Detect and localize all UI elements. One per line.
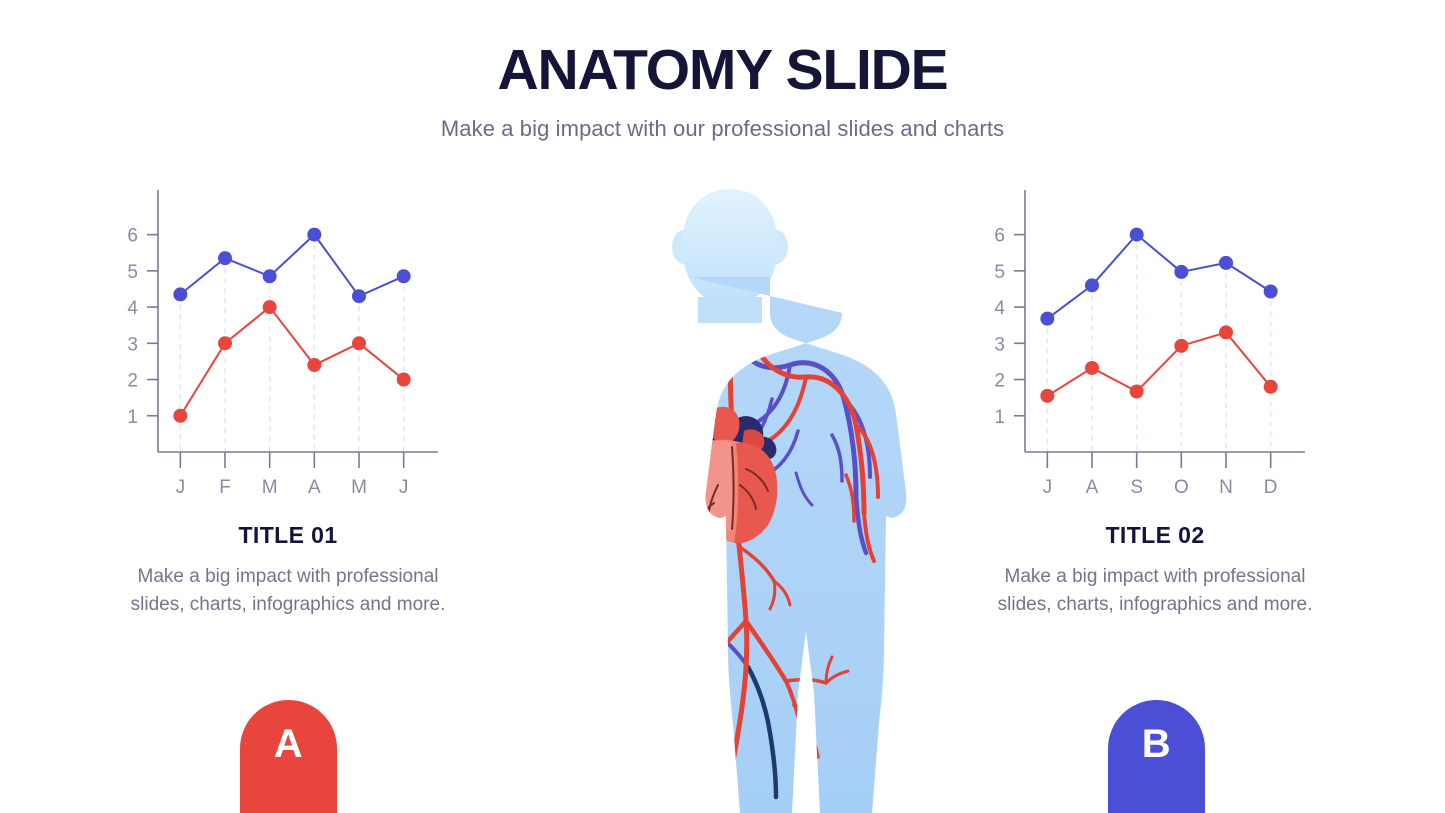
chart-left-series [173, 227, 411, 423]
left-column-description: Make a big impact with professional slid… [130, 566, 446, 615]
svg-text:4: 4 [994, 298, 1005, 319]
page-title: ANATOMY SLIDE [497, 38, 949, 102]
chart-left-guides [179, 234, 405, 452]
page-subtitle: Make a big impact with our professional … [440, 115, 1005, 141]
chart-left-svg: 1 2 3 4 5 6 J F M A M J [127, 190, 438, 498]
right-column-title: TITLE 02 [1105, 522, 1205, 548]
svg-text:A: A [308, 477, 321, 498]
badge-b[interactable]: B [1108, 700, 1205, 813]
svg-text:4: 4 [127, 298, 138, 319]
chart-right-yticklabels: 1 2 3 4 5 6 [994, 226, 1005, 428]
chart-right-svg: 1 2 3 4 5 6 J A S O N D [994, 190, 1305, 498]
figure-neck [698, 297, 762, 323]
svg-text:A: A [1086, 477, 1099, 498]
header: ANATOMY SLIDE Make a big impact with our… [0, 38, 1445, 142]
svg-text:5: 5 [127, 262, 138, 283]
anatomy-figure [540, 185, 920, 813]
svg-text:N: N [1219, 477, 1233, 498]
svg-text:6: 6 [994, 226, 1005, 247]
chart-right-guides [1046, 234, 1272, 452]
panel-left: 1 2 3 4 5 6 J F M A M J TITLE 01 Make a big impact… [108, 180, 468, 618]
svg-text:3: 3 [127, 334, 138, 355]
svg-text:S: S [1130, 477, 1143, 498]
chart-right-axes [1014, 190, 1305, 468]
chart-left-yticklabels: 1 2 3 4 5 6 [127, 226, 138, 428]
right-column-description: Make a big impact with professional slid… [997, 566, 1313, 615]
left-column-title: TITLE 01 [238, 522, 338, 548]
svg-text:5: 5 [994, 262, 1005, 283]
chart-right-series [1040, 227, 1278, 403]
svg-text:1: 1 [127, 407, 138, 428]
chart-right: 1 2 3 4 5 6 J A S O N D [975, 180, 1305, 510]
svg-text:6: 6 [127, 226, 138, 247]
chart-left: 1 2 3 4 5 6 J F M A M J [108, 180, 438, 510]
figure-body [690, 277, 907, 813]
svg-text:J: J [176, 477, 186, 498]
svg-text:2: 2 [994, 371, 1005, 392]
panel-right: 1 2 3 4 5 6 J A S O N D TITLE 02 Make a big impact… [975, 180, 1335, 618]
chart-left-axes [147, 190, 438, 468]
svg-text:J: J [399, 477, 409, 498]
badge-a[interactable]: A [240, 700, 337, 813]
svg-text:3: 3 [994, 334, 1005, 355]
svg-text:D: D [1264, 477, 1278, 498]
svg-text:2: 2 [127, 371, 138, 392]
circulatory-system-icon [672, 189, 907, 813]
svg-text:M: M [262, 477, 278, 498]
svg-text:M: M [351, 477, 367, 498]
svg-text:1: 1 [994, 407, 1005, 428]
svg-text:J: J [1043, 477, 1053, 498]
svg-text:F: F [219, 477, 231, 498]
svg-text:O: O [1174, 477, 1189, 498]
